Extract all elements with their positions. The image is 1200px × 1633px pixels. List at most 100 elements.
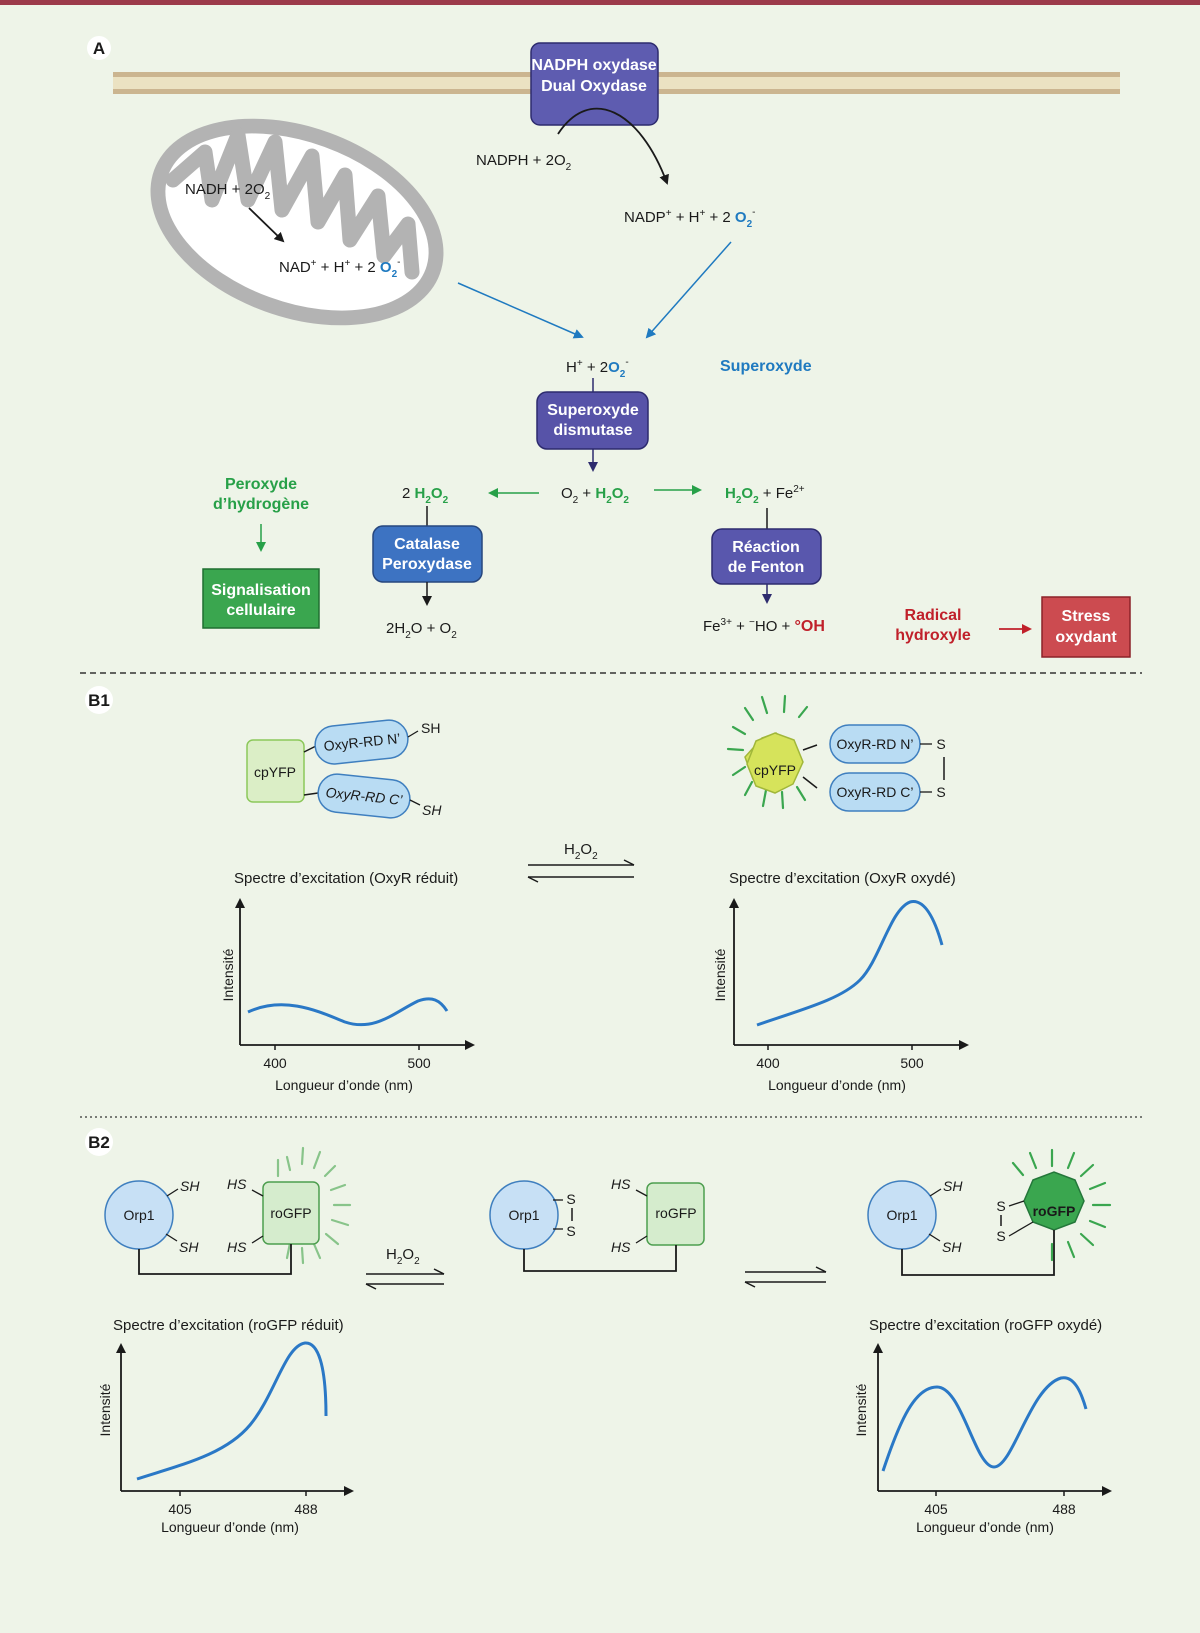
b1-equilibrium-arrows xyxy=(527,859,635,883)
b1-reduced-curve xyxy=(247,997,449,1027)
b2-equilibrium-arrows-1 xyxy=(365,1268,445,1290)
b1-spectrum-right-title: Spectre d’excitation (OxyR oxydé) xyxy=(729,870,956,887)
sh-bottom-b1: SH xyxy=(422,802,442,818)
b2-arrow-label: H2O2 xyxy=(386,1246,420,1267)
s-3b: S xyxy=(996,1228,1005,1244)
sod-box: Superoxyde dismutase xyxy=(536,391,649,450)
sh-3b: SH xyxy=(942,1239,962,1255)
hs-1a: HS xyxy=(227,1176,247,1192)
nadh-reactant: NADH + 2O2 xyxy=(185,181,271,202)
panel-a: A NADPH oxydase Dual Oxydase NADPH + 2O2… xyxy=(87,36,1131,658)
orp1-label-3: Orp1 xyxy=(886,1207,917,1223)
cpyfp-oxidized-label: cpYFP xyxy=(754,762,796,778)
section-label-b2: B2 xyxy=(88,1133,110,1152)
oxyr-n-label-oxidized: OxyR-RD N’ xyxy=(837,736,914,752)
fenton-product: Fe3+ + −HO + °OH xyxy=(703,617,825,635)
rogfp-glow-rays-3 xyxy=(1011,1148,1112,1262)
superoxide-label: Superoxyde xyxy=(720,358,812,375)
nad-product: NAD+ + H+ + 2 O2- xyxy=(279,257,400,280)
signal-box: Signalisation cellulaire xyxy=(202,568,320,629)
b1-left-tick-500: 500 xyxy=(407,1055,431,1071)
b1-left-tick-400: 400 xyxy=(263,1055,287,1071)
sh-top-b1: SH xyxy=(421,720,440,736)
mito-superoxide-arrow xyxy=(457,282,584,339)
rogfp-label-1: roGFP xyxy=(270,1205,311,1221)
b2-equilibrium-arrows-2 xyxy=(744,1266,827,1288)
nadh-reaction-arrow xyxy=(248,207,285,243)
b2-reduced-curve xyxy=(136,1341,328,1481)
superoxide-reactant: H+ + 2O2- xyxy=(566,357,629,380)
top-rule xyxy=(0,0,1200,5)
b1-spectrum-left-title: Spectre d’excitation (OxyR réduit) xyxy=(234,870,458,887)
rogfp-label-3: roGFP xyxy=(1033,1203,1076,1219)
b2-right-plot: 405 488 Intensité Longueur d’onde (nm) xyxy=(853,1343,1112,1535)
mitochondrion-icon xyxy=(150,118,444,326)
b2-right-tick-488: 488 xyxy=(1052,1501,1076,1517)
nox-superoxide-arrow xyxy=(645,241,732,339)
b2-right-ylabel: Intensité xyxy=(853,1383,869,1436)
stress-box-line1: Stress xyxy=(1062,608,1111,625)
sod-product: O2 + H2O2 xyxy=(561,485,629,506)
cpyfp-reduced-label: cpYFP xyxy=(254,764,296,780)
fenton-box-line1: Réaction xyxy=(732,539,800,556)
fenton-box: Réaction de Fenton xyxy=(711,528,822,585)
nadph-reactant: NADPH + 2O2 xyxy=(476,152,572,173)
sod-box-line2: dismutase xyxy=(553,422,632,439)
b2-right-xlabel: Longueur d’onde (nm) xyxy=(916,1519,1054,1535)
nadph-oxidase-box: NADPH oxydase Dual Oxydase xyxy=(530,42,659,126)
fenton-reactant: H2O2 + Fe2+ xyxy=(725,484,805,506)
orp1-label-2: Orp1 xyxy=(508,1207,539,1223)
sh-1a: SH xyxy=(180,1178,200,1194)
nadph-box-line2: Dual Oxydase xyxy=(541,78,647,95)
sh-1b: SH xyxy=(179,1239,199,1255)
section-label-b1: B1 xyxy=(88,691,110,710)
h2o2-label-line2: d’hydrogène xyxy=(213,496,309,513)
nadp-product: NADP+ + H+ + 2 O2- xyxy=(624,207,756,230)
hs-2b: HS xyxy=(611,1239,631,1255)
sod-box-line1: Superoxyde xyxy=(547,402,639,419)
radical-label-line2: hydroxyle xyxy=(895,627,971,644)
b1-right-xlabel: Longueur d’onde (nm) xyxy=(768,1077,906,1093)
b1-arrow-label: H2O2 xyxy=(564,841,598,862)
b2-left-tick-488: 488 xyxy=(294,1501,318,1517)
panel-b2: B2 Orp1 roGFP SH xyxy=(85,1128,1112,1535)
section-badge-a xyxy=(87,36,111,60)
fenton-box-line2: de Fenton xyxy=(728,559,804,576)
rogfp-glow-rays-1 xyxy=(276,1146,352,1265)
nadph-box-line1: NADPH oxydase xyxy=(531,57,656,74)
catalase-reactant: 2 H2O2 xyxy=(402,485,449,506)
catalase-box: Catalase Peroxydase xyxy=(372,525,483,583)
s-bottom-b1: S xyxy=(936,784,945,800)
b1-right-tick-500: 500 xyxy=(900,1055,924,1071)
b2-state-reduced: Orp1 roGFP SH SH HS HS xyxy=(104,1146,352,1275)
b2-left-tick-405: 405 xyxy=(168,1501,192,1517)
hs-2a: HS xyxy=(611,1176,631,1192)
s-3a: S xyxy=(996,1198,1005,1214)
b2-oxidized-curve xyxy=(881,1376,1088,1472)
section-badge-b1 xyxy=(85,686,113,714)
oxyr-reduced-sensor: cpYFP OxyR-RD N’ OxyR-RD C’ SH SH xyxy=(246,719,442,819)
section-badge-b2 xyxy=(85,1128,113,1156)
nadph-reaction-arrow xyxy=(557,107,669,185)
b2-left-plot: 405 488 Intensité Longueur d’onde (nm) xyxy=(97,1341,354,1535)
sh-3a: SH xyxy=(943,1178,963,1194)
b2-left-xlabel: Longueur d’onde (nm) xyxy=(161,1519,299,1535)
b2-right-tick-405: 405 xyxy=(924,1501,948,1517)
panel-b1: B1 cpYFP OxyR-RD N’ OxyR-RD C’ SH SH xyxy=(85,686,969,1093)
signal-box-line1: Signalisation xyxy=(211,582,311,599)
b1-oxidized-curve xyxy=(756,900,944,1027)
stress-box: Stress oxydant xyxy=(1041,596,1131,658)
oxyr-c-label-oxidized: OxyR-RD C’ xyxy=(837,784,914,800)
b1-left-plot: 400 500 Intensité Longueur d’onde (nm) xyxy=(220,898,475,1093)
b2-spectrum-right-title: Spectre d’excitation (roGFP oxydé) xyxy=(869,1317,1102,1334)
orp1-label-1: Orp1 xyxy=(123,1207,154,1223)
oxyr-oxidized-sensor: cpYFP OxyR-RD N’ OxyR-RD C’ S S xyxy=(726,694,946,812)
catalase-box-line1: Catalase xyxy=(394,536,460,553)
s-2b: S xyxy=(566,1223,575,1239)
radical-label-line1: Radical xyxy=(905,607,962,624)
hs-1b: HS xyxy=(227,1239,247,1255)
b2-spectrum-left-title: Spectre d’excitation (roGFP réduit) xyxy=(113,1317,344,1334)
b2-state-oxidized: Orp1 SH SH roGFP S S xyxy=(867,1148,1112,1276)
